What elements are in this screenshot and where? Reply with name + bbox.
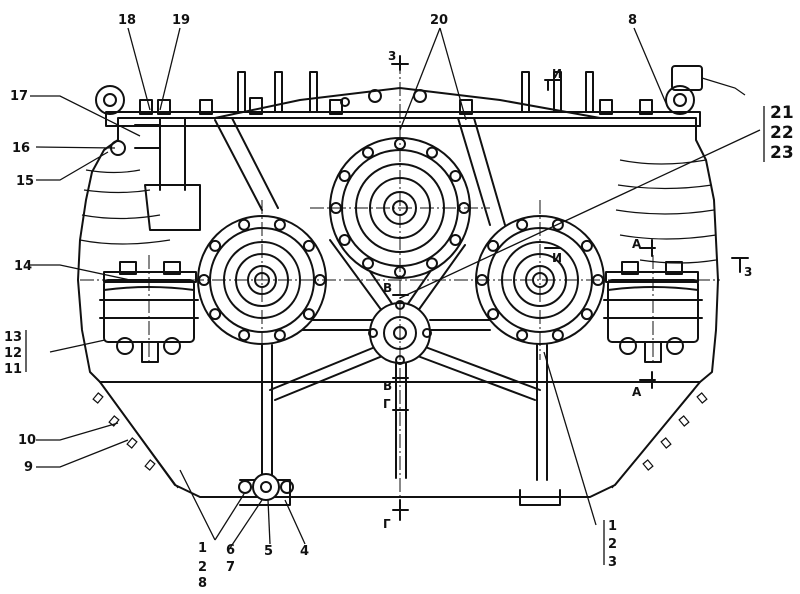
callout-17: 17 xyxy=(10,89,28,104)
callout-5: 5 xyxy=(264,544,273,559)
bolt xyxy=(338,234,351,246)
callout-labels: 18 19 20 8 17 16 15 14 13 12 11 10 9 21 … xyxy=(4,13,794,591)
bolt xyxy=(580,239,593,252)
section-g-top: Г xyxy=(383,397,391,411)
callout-12: 12 xyxy=(4,346,22,361)
bolt xyxy=(209,239,222,252)
center-lines xyxy=(80,60,720,520)
callout-9: 9 xyxy=(24,460,33,475)
section-g-bottom: Г xyxy=(383,517,391,531)
callout-3-right: 3 xyxy=(608,555,617,570)
callout-2-right: 2 xyxy=(608,537,617,552)
bolt xyxy=(238,329,251,342)
section-a-bottom: А xyxy=(632,385,642,399)
bolt xyxy=(273,218,286,231)
callout-1-right: 1 xyxy=(608,519,617,534)
housing xyxy=(77,65,746,506)
callout-2-bottom: 2 xyxy=(198,560,207,575)
callout-22: 22 xyxy=(770,123,794,143)
callout-4: 4 xyxy=(300,544,309,559)
bolt xyxy=(426,146,438,159)
callout-8-bottom: 8 xyxy=(198,576,207,591)
callout-13: 13 xyxy=(4,330,22,345)
callout-10: 10 xyxy=(18,433,36,448)
bolt xyxy=(362,146,374,159)
section-i-mid: И xyxy=(552,251,562,265)
bolt xyxy=(302,239,315,252)
bolt xyxy=(580,308,593,321)
callout-1-bottom: 1 xyxy=(198,541,207,556)
callout-11: 11 xyxy=(4,362,22,377)
bolt xyxy=(338,170,351,182)
struts xyxy=(214,117,548,481)
bolt xyxy=(516,218,529,231)
bolt xyxy=(273,329,286,342)
section-3-top: 3 xyxy=(388,49,396,63)
callout-6: 6 xyxy=(226,543,235,558)
bolt xyxy=(238,218,251,231)
callout-14: 14 xyxy=(14,259,32,274)
callout-19: 19 xyxy=(172,13,190,28)
bolt xyxy=(209,308,222,321)
section-v-top: В xyxy=(383,281,392,295)
bolt xyxy=(362,257,374,270)
section-i-top: И xyxy=(552,67,562,81)
bolt xyxy=(516,329,529,342)
bolt xyxy=(302,308,315,321)
callout-18: 18 xyxy=(118,13,136,28)
top-studs xyxy=(139,71,653,115)
section-3-right: 3 xyxy=(744,265,752,279)
callout-15: 15 xyxy=(16,174,34,189)
bolt xyxy=(551,218,564,231)
bolt xyxy=(449,170,462,182)
callout-7: 7 xyxy=(226,560,235,575)
bolt xyxy=(551,329,564,342)
callout-21: 21 xyxy=(770,103,794,123)
bolt xyxy=(487,308,500,321)
bolt xyxy=(449,234,462,246)
callout-20: 20 xyxy=(430,13,448,28)
section-a-top: А xyxy=(632,237,642,251)
bolt xyxy=(426,257,438,270)
leader-lines xyxy=(25,27,765,565)
callout-8-top: 8 xyxy=(628,13,637,28)
oil-pipe xyxy=(110,117,201,231)
section-v-bottom: В xyxy=(383,379,392,393)
callout-16: 16 xyxy=(12,141,30,156)
section-markers: 3 3 И И А А В В Г Г xyxy=(383,49,752,531)
callout-23: 23 xyxy=(770,143,794,163)
bolt xyxy=(487,239,500,252)
drain-plug xyxy=(238,473,294,501)
